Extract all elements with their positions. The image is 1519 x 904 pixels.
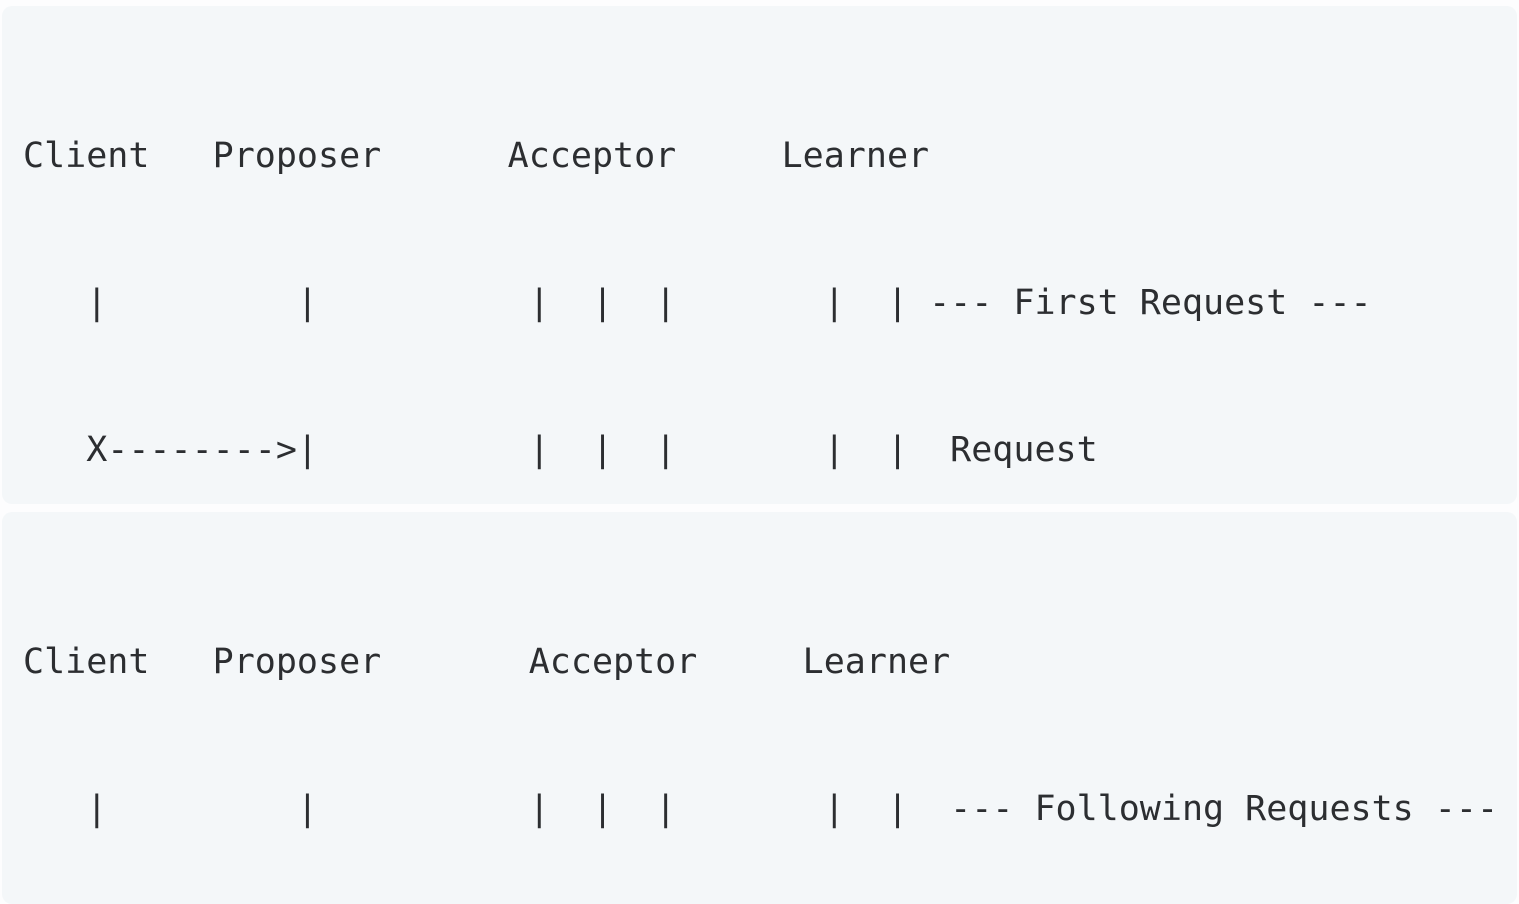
actor-header-line: Client Proposer Acceptor Learner bbox=[23, 642, 951, 682]
first-request-panel: Client Proposer Acceptor Learner | | | |… bbox=[2, 6, 1517, 904]
actor-header-line: Client Proposer Acceptor Learner bbox=[23, 136, 930, 176]
message-line-request: X-------->| | | | | | Request bbox=[23, 430, 1098, 470]
phase-label-line: | | | | | | | --- Following Requests --- bbox=[23, 789, 1499, 829]
following-requests-ascii-art: Client Proposer Acceptor Learner | | | |… bbox=[2, 512, 1517, 904]
following-requests-panel: Client Proposer Acceptor Learner | | | |… bbox=[2, 512, 1517, 904]
phase-label-line: | | | | | | | --- First Request --- bbox=[23, 283, 1372, 323]
